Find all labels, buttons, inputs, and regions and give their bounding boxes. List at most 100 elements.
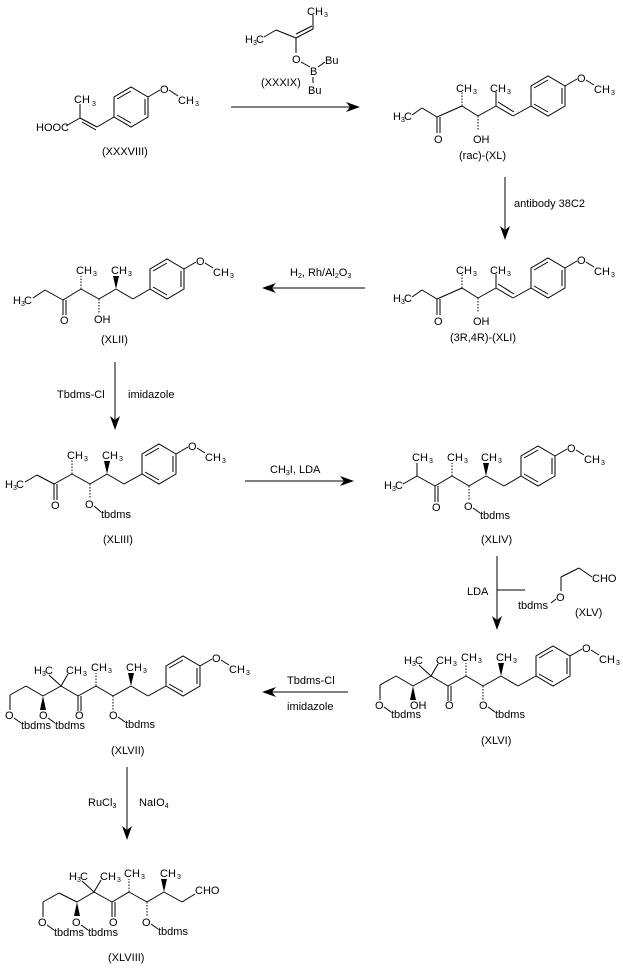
atom-label: CH: [67, 450, 83, 462]
reagent-label: LDA: [467, 586, 489, 598]
subscript: 3: [616, 660, 620, 667]
atom-label: CH: [594, 266, 610, 278]
subscript: 3: [92, 101, 96, 108]
subscript: 3: [253, 40, 257, 47]
atom-label: O: [75, 710, 84, 722]
atom-label: CH: [490, 265, 506, 277]
atom-label: C: [24, 295, 32, 307]
subscript: 3: [453, 661, 457, 668]
atom-label: CH: [91, 662, 107, 674]
atom-label: tbdms: [55, 720, 85, 732]
compound-xl: H 3 C O CH 3 OH CH 3 O CH 3 (rac)-(XL): [393, 73, 615, 162]
atom-label: H: [404, 655, 412, 667]
subscript: 3: [611, 90, 615, 97]
arrow-step-1: [231, 102, 360, 112]
subscript: 3: [507, 89, 511, 96]
compound-xlvii: O tbdms O tbdms H 3 C CH 3 O CH 3 O tbdm…: [5, 653, 250, 757]
atom-label: Bu: [308, 85, 321, 97]
atom-label: HOOC: [36, 122, 69, 134]
atom-label: CH: [412, 452, 428, 464]
atom-label: O: [577, 255, 586, 267]
compound-xliv: H 3 C CH 3 O CH 3 O tbdms CH 3 O CH 3 (X: [384, 443, 605, 546]
subscript: 3: [464, 458, 468, 465]
atom-label: O: [109, 710, 118, 722]
atom-label: CH: [456, 83, 472, 95]
subscript: 3: [601, 460, 605, 467]
subscript: 3: [93, 271, 97, 278]
atom-label: CH: [584, 454, 600, 466]
atom-label: C: [45, 665, 53, 677]
compound-label: (XXXVIII): [102, 146, 148, 158]
atom-label: O: [375, 700, 384, 712]
atom-label: O: [72, 917, 81, 929]
atom-label: tbdms: [125, 719, 155, 731]
atom-label: CH: [124, 868, 140, 880]
subscript: 3: [117, 877, 121, 884]
atom-label: CH: [481, 452, 497, 464]
subscript: 3: [143, 668, 147, 675]
subscript: 3: [324, 12, 328, 19]
atom-label: C: [404, 293, 412, 305]
compound-label: (XLVII): [111, 745, 144, 757]
arrow-step-4: Tbdms-Cl imidazole: [57, 362, 174, 430]
subscript: 3: [108, 668, 112, 675]
subscript: 3: [128, 271, 132, 278]
atom-label: tbdms: [480, 510, 510, 522]
arrow-step-6: LDA: [467, 556, 525, 630]
atom-label: tbdms: [88, 927, 118, 939]
atom-label: O: [464, 501, 473, 513]
atom-label: C: [415, 655, 423, 667]
atom-label: O: [38, 917, 47, 929]
atom-label: O: [51, 500, 60, 512]
atom-label: H: [393, 111, 401, 123]
compound-xliii: H 3 C O CH 3 O tbdms CH 3 O CH 3 (XLIII): [5, 441, 226, 546]
atom-label: O: [196, 256, 205, 268]
reagent-label: NaIO4: [139, 797, 169, 810]
atom-label: O: [577, 73, 586, 85]
subscript: 3: [77, 877, 81, 884]
subscript: 3: [195, 101, 199, 108]
atom-label: CH: [599, 654, 615, 666]
atom-label: tbdms: [518, 600, 548, 612]
compound-label: (XXXIX): [261, 77, 301, 89]
compound-label: (3R,4R)-(XLI): [450, 332, 516, 344]
atom-label: CHO: [592, 573, 617, 585]
atom-label: CH: [66, 665, 82, 677]
subscript: 3: [13, 485, 17, 492]
atom-label: CH: [111, 265, 127, 277]
atom-label: O: [212, 653, 221, 665]
atom-label: H: [393, 293, 401, 305]
atom-label: O: [292, 54, 301, 66]
subscript: 3: [84, 456, 88, 463]
subscript: 3: [473, 271, 477, 278]
atom-label: CH: [229, 664, 245, 676]
atom-label: OH: [94, 314, 111, 326]
compound-label: (XLV): [575, 607, 602, 619]
atom-label: CH: [74, 94, 90, 106]
atom-label: CH: [213, 267, 229, 279]
subscript: 3: [141, 874, 145, 881]
compound-label: (XLIII): [103, 534, 133, 546]
atom-label: CH: [490, 83, 506, 95]
compound-label: (rac)-(XL): [459, 150, 506, 162]
subscript: 3: [401, 299, 405, 306]
atom-label: OH: [473, 316, 490, 328]
compound-xlv: tbdms O CHO (XLV): [518, 567, 617, 619]
atom-label: O: [432, 502, 441, 514]
compound-xlviii: O tbdms O tbdms H 3 C CH 3 O CH 3 O tbdm…: [38, 868, 220, 964]
atom-label: tbdms: [391, 709, 421, 721]
compound-xlvi: O tbdms OH H 3 C CH 3 O CH 3 O tbdms CH …: [375, 643, 620, 747]
arrow-step-8: RuCl3 NaIO4: [88, 767, 169, 840]
subscript: 3: [473, 89, 477, 96]
atom-label: O: [142, 917, 151, 929]
reagent-label: RuCl3: [88, 797, 116, 810]
atom-label: B: [310, 66, 317, 78]
atom-label: C: [404, 111, 412, 123]
subscript: 3: [429, 458, 433, 465]
compound-label: (XLII): [101, 334, 128, 346]
subscript: 3: [222, 458, 226, 465]
atom-label: OH: [410, 700, 427, 712]
atom-label: CH: [307, 6, 323, 18]
reagent-label: antibody 38C2: [514, 198, 585, 210]
